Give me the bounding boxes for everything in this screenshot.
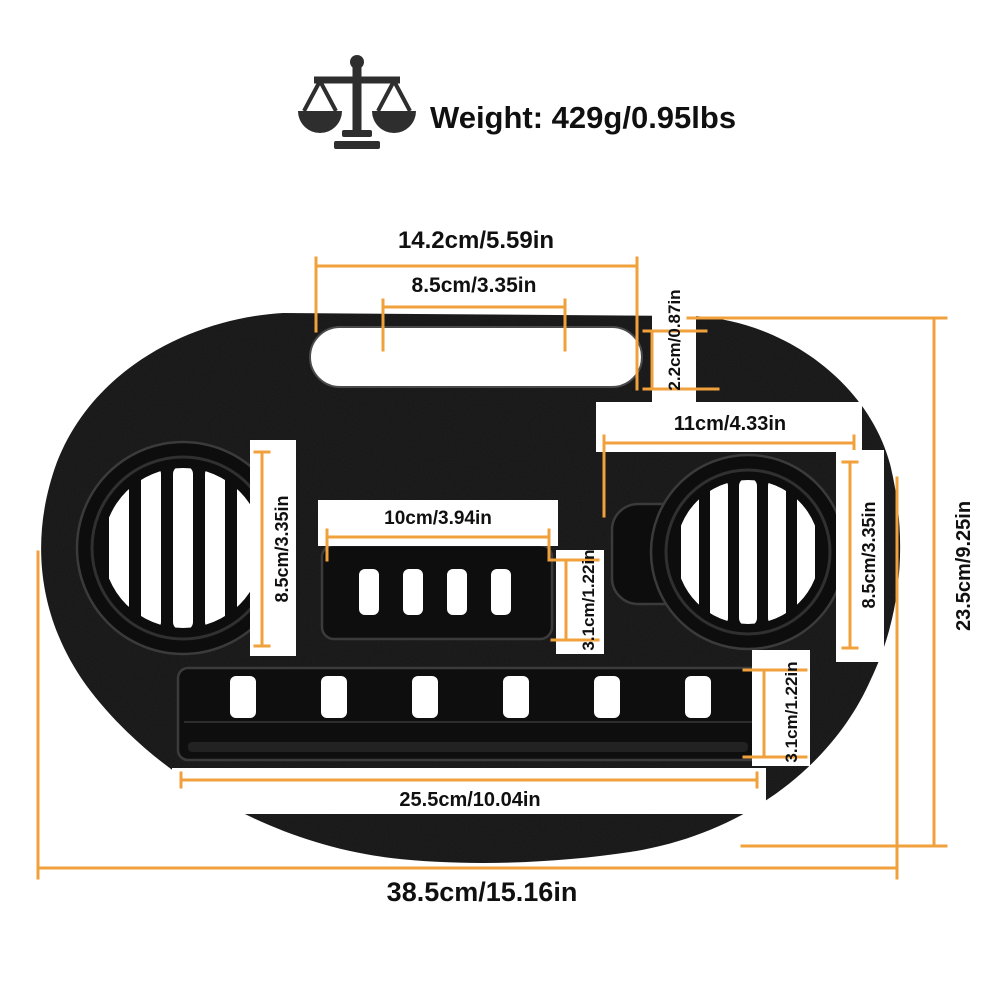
bottom-slot-tray bbox=[176, 666, 762, 762]
middle-slot-panel bbox=[320, 543, 554, 641]
dim-label-left-cup-diameter: 8.5cm/3.35in bbox=[272, 495, 292, 602]
dim-label-right-cup-diameter: 8.5cm/3.35in bbox=[859, 501, 879, 608]
dim-label-overall-height: 23.5cm/9.25in bbox=[953, 501, 975, 631]
dim-handle-outer-width: 14.2cm/5.59in bbox=[314, 227, 639, 391]
dim-label-overall-width: 38.5cm/15.16in bbox=[387, 877, 578, 907]
handle-cutout bbox=[309, 326, 643, 388]
right-cup-holder bbox=[610, 453, 847, 651]
dim-handle-height: 2.2cm/0.87in bbox=[642, 280, 720, 404]
dim-middle-slot-width: 10cm/3.94in bbox=[318, 500, 558, 562]
dimension-annotations: 14.2cm/5.59in 8.5cm/3.35in 2.2cm/0.87in bbox=[36, 227, 975, 907]
dim-overall-height: 23.5cm/9.25in bbox=[686, 316, 975, 848]
dim-left-cup-diameter: 8.5cm/3.35in bbox=[250, 440, 296, 656]
dim-bottom-tray-width: 25.5cm/10.04in bbox=[172, 768, 766, 814]
dim-overall-width: 38.5cm/15.16in bbox=[36, 476, 899, 907]
left-cup-holder bbox=[75, 440, 291, 656]
dim-right-cup-diameter: 8.5cm/3.35in bbox=[836, 450, 884, 662]
weight-text: Weight: 429g/0.95lbs bbox=[430, 100, 736, 135]
dim-label-bottom-tray-height: 3.1cm/1.22in bbox=[782, 661, 801, 762]
dim-bottom-tray-height: 3.1cm/1.22in bbox=[742, 650, 810, 766]
dim-middle-slot-height: 3.1cm/1.22in bbox=[550, 549, 604, 654]
balance-scale-icon bbox=[298, 55, 416, 149]
dim-label-right-section-width: 11cm/4.33in bbox=[674, 413, 786, 435]
weight-header: Weight: 429g/0.95lbs bbox=[298, 55, 736, 149]
dim-label-middle-slot-width: 10cm/3.94in bbox=[384, 508, 492, 529]
dim-label-handle-height: 2.2cm/0.87in bbox=[665, 289, 684, 390]
dim-label-handle-inner-width: 8.5cm/3.35in bbox=[412, 274, 537, 297]
dim-label-handle-outer-width: 14.2cm/5.59in bbox=[398, 227, 554, 254]
dim-label-bottom-tray-width: 25.5cm/10.04in bbox=[399, 789, 540, 811]
dim-label-middle-slot-height: 3.1cm/1.22in bbox=[579, 549, 598, 650]
dim-handle-inner-width: 8.5cm/3.35in bbox=[381, 274, 567, 352]
